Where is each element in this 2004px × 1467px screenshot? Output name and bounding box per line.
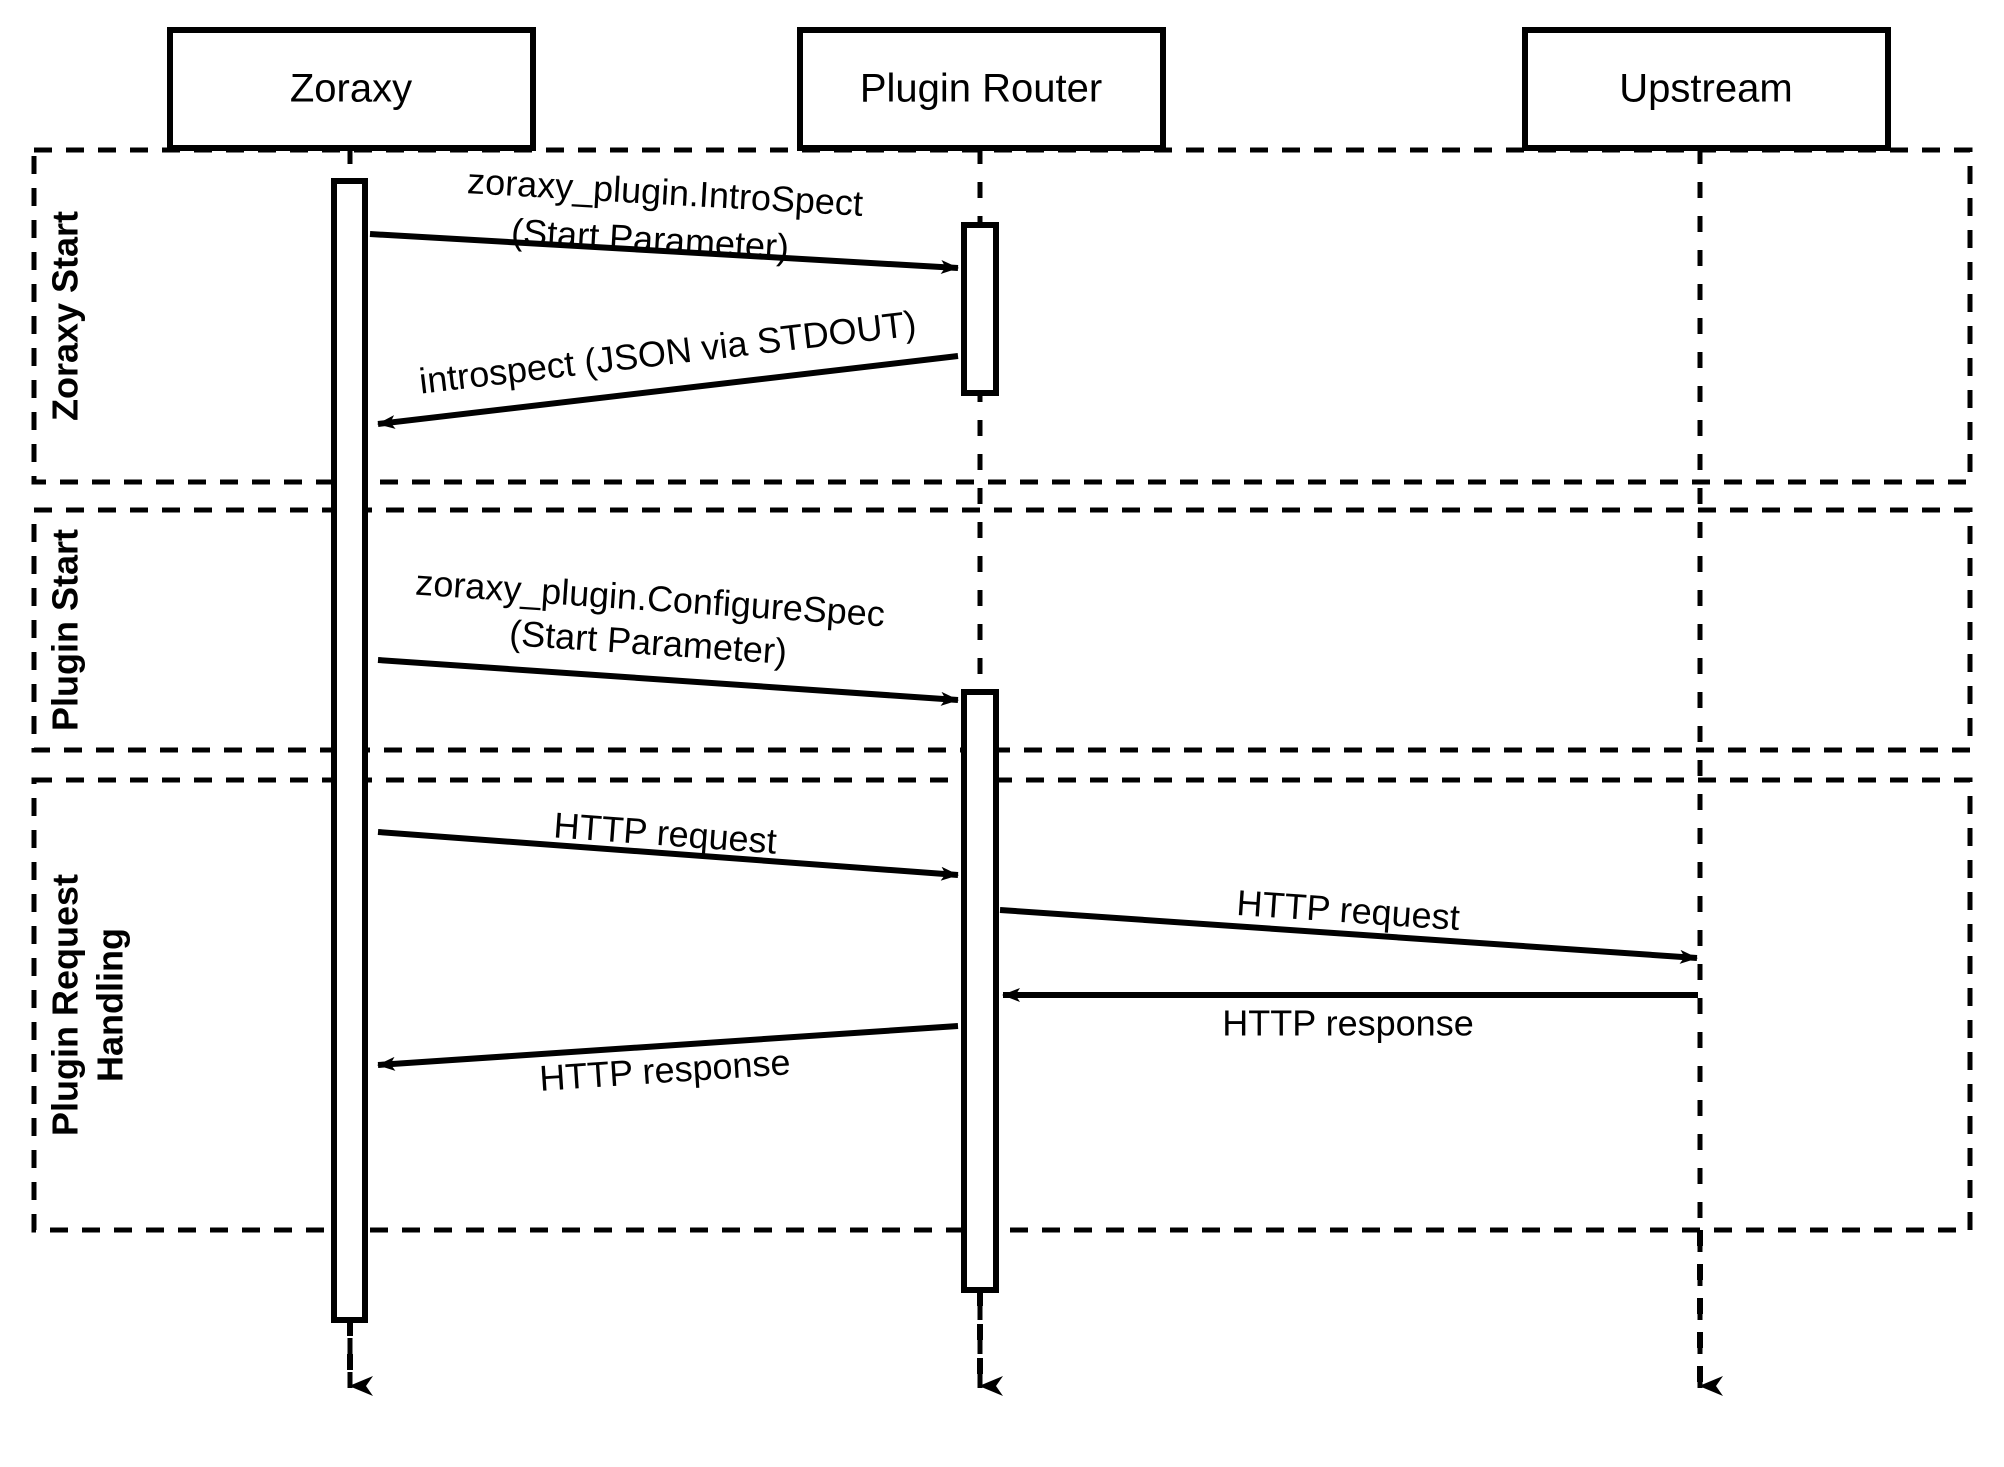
- message-http-response-router-zoraxy: HTTP response: [377, 1023, 959, 1099]
- participant-label-plugin-router: Plugin Router: [860, 67, 1102, 111]
- fragment-border: [31, 507, 1973, 753]
- participant-plugin-router[interactable]: Plugin Router: [797, 27, 1166, 151]
- message-http-request-router-upstream: HTTP request: [999, 882, 1698, 964]
- message-arrow: [377, 829, 959, 881]
- fragment-plugin-request-handling: Plugin Request Handling: [31, 777, 1973, 1233]
- message-http-request-zoraxy-router: HTTP request: [377, 804, 959, 881]
- message-arrow: [377, 657, 959, 706]
- participant-box[interactable]: [797, 27, 1166, 151]
- message-introspect-return: introspect (JSON via STDOUT): [377, 303, 959, 429]
- message-arrow: [377, 353, 959, 429]
- fragment-border: [31, 777, 1973, 1233]
- message-label-introspect-call-line2: (Start Parameter): [510, 211, 790, 268]
- message-label-introspect-return: introspect (JSON via STDOUT): [417, 303, 918, 402]
- participant-zoraxy[interactable]: Zoraxy: [167, 27, 536, 151]
- message-introspect-call: zoraxy_plugin.IntroSpect (Start Paramete…: [369, 160, 959, 275]
- message-arrow: [999, 907, 1698, 964]
- participant-box[interactable]: [1522, 27, 1891, 151]
- message-arrow: [369, 231, 959, 275]
- message-http-response-upstream-router: HTTP response: [1002, 988, 1698, 1044]
- fragment-border: [31, 147, 1973, 485]
- participant-label-zoraxy: Zoraxy: [290, 67, 412, 111]
- fragment-label-plugin-request-handling-line1: Plugin Request: [45, 874, 86, 1136]
- message-label-http-response-upstream-router: HTTP response: [1222, 1003, 1473, 1044]
- fragment-label-plugin-request-handling-line2: Handling: [90, 928, 131, 1082]
- message-arrow: [377, 1023, 959, 1071]
- message-configurespec-call: zoraxy_plugin.ConfigureSpec (Start Param…: [377, 562, 959, 706]
- activation-bar-plugin-router-serving: [961, 689, 999, 1293]
- fragment-zoraxy-start: Zoraxy Start: [31, 147, 1973, 485]
- fragment-plugin-start: Plugin Start: [31, 507, 1973, 753]
- participant-box[interactable]: [167, 27, 536, 151]
- activation-bar-plugin-router-introspect: [961, 222, 999, 396]
- fragment-label-plugin-start: Plugin Start: [45, 529, 86, 731]
- fragment-label-zoraxy-start: Zoraxy Start: [45, 211, 86, 421]
- participant-label-upstream: Upstream: [1619, 67, 1792, 111]
- message-label-http-request-zoraxy-router: HTTP request: [552, 804, 778, 861]
- participant-upstream[interactable]: Upstream: [1522, 27, 1891, 151]
- activation-bar-zoraxy: [331, 178, 368, 1323]
